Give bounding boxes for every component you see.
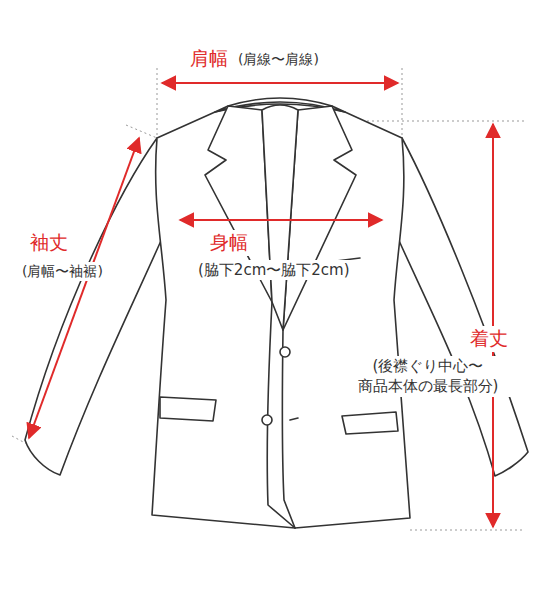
dimension-name: 着丈 (468, 326, 510, 352)
dimension-note: (脇下2cm〜脇下2cm) (196, 260, 352, 280)
dimension-name: 身幅 (208, 230, 250, 256)
dimension-note: (肩幅〜袖裾) (20, 262, 105, 281)
dimension-note: (肩線〜肩線) (236, 50, 321, 69)
dimension-arrows (29, 83, 493, 527)
jacket-outline (25, 98, 528, 528)
dimension-note: (後襟ぐり中心〜 商品本体の最長部分) (322, 356, 534, 397)
dimension-name: 肩幅 (188, 46, 230, 72)
dimension-name: 袖丈 (28, 230, 70, 256)
